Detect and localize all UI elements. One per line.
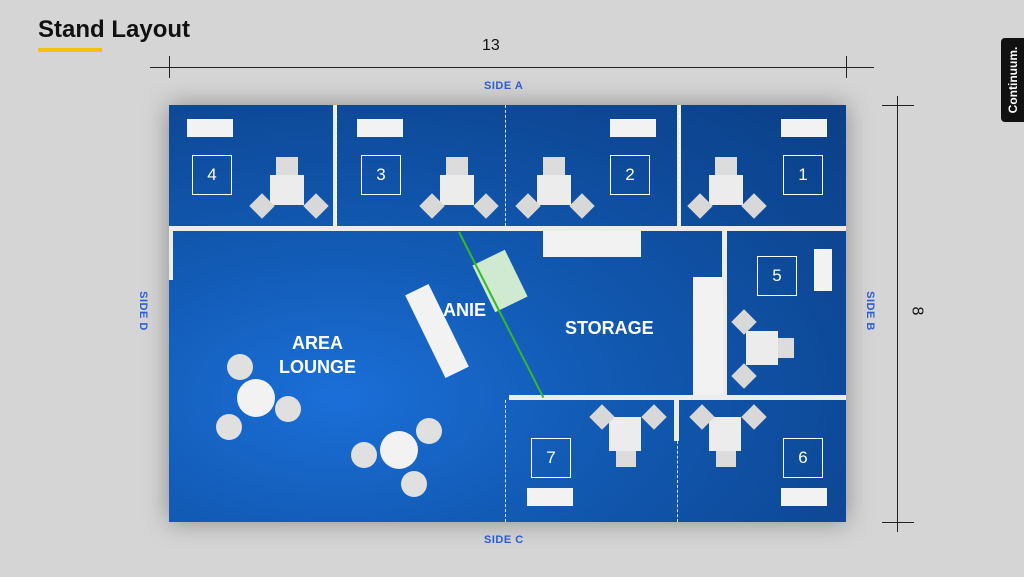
lounge-table [237,379,275,417]
booth-5-number[interactable]: 5 [757,256,797,296]
booth-1-chair [741,193,767,219]
width-dimension-label: 13 [482,37,500,54]
booth-2-chair [543,157,565,175]
storage-counter [543,231,641,257]
booth-6-chair [741,404,767,430]
booth-6-number[interactable]: 6 [783,438,823,478]
lounge-stool [227,354,253,380]
width-tick-right [846,56,847,78]
wall-top-row [169,226,846,231]
lounge-label: AREA LOUNGE [279,331,356,379]
width-dimension-line [150,67,874,68]
booth-7-chair [641,404,667,430]
divider-dashed [505,105,506,226]
booth-1-desk [781,119,827,137]
stand-floor: 4 3 2 1 STORAGE ANIE AREA LOUNGE 5 7 [169,105,846,522]
depth-dimension-line [897,96,898,532]
booth-5-chair [778,338,794,358]
booth-2-desk [610,119,656,137]
lounge-label-line2: LOUNGE [279,357,357,377]
booth-4-table [270,175,304,205]
side-a-label: SIDE A [484,80,524,92]
side-c-label: SIDE C [484,534,524,546]
booth-7-desk [527,488,573,506]
booth-4-chair [276,157,298,175]
booth-1-chair [715,157,737,175]
divider-dashed [336,105,337,226]
booth-5-desk [814,249,832,291]
wall-storage-right [722,226,727,397]
lounge-label-line1: AREA [292,333,344,353]
booth-2-table [537,175,571,205]
booth-2-number[interactable]: 2 [610,155,650,195]
lounge-stool [416,418,442,444]
lounge-stool [275,396,301,422]
lounge-table [380,431,418,469]
brand-badge: Continuum. [1001,38,1024,122]
side-d-label: SIDE D [136,291,149,331]
depth-dimension-label: 8 [908,306,926,316]
wall-booth-7-6 [674,395,679,441]
booth-7-chair [616,451,636,467]
storage-label: STORAGE [565,318,654,338]
divider-dashed [505,400,506,522]
width-tick-left [169,56,170,78]
side-b-label: SIDE B [863,291,876,331]
booth-3-chair [446,157,468,175]
booth-7-number[interactable]: 7 [531,438,571,478]
storage-shelf [693,277,723,395]
booth-6-chair [716,451,736,467]
booth-4-desk [187,119,233,137]
divider-dashed [677,441,678,522]
booth-3-desk [357,119,403,137]
booth-3-table [440,175,474,205]
booth-4-chair [303,193,329,219]
booth-3-chair [473,193,499,219]
booth-6-table [709,417,741,451]
booth-1-table [709,175,743,205]
lounge-stool [351,442,377,468]
depth-tick-top [882,105,914,106]
anie-label: ANIE [443,300,487,320]
lounge-stool [401,471,427,497]
lounge-stool [216,414,242,440]
wall-left-stub [169,226,173,280]
brand-label: Continuum. [1005,46,1020,114]
booth-1-number[interactable]: 1 [783,155,823,195]
wall-booth-4-3 [333,105,337,226]
page-title: Stand Layout [38,16,191,43]
booth-5-chair [731,363,757,389]
booth-4-number[interactable]: 4 [192,155,232,195]
booth-6-desk [781,488,827,506]
booth-5-table [746,331,778,365]
title-underline [38,48,102,52]
booth-2-chair [569,193,595,219]
depth-tick-bottom [882,522,914,523]
booth-7-table [609,417,641,451]
divider-dashed [679,105,680,226]
booth-3-number[interactable]: 3 [361,155,401,195]
